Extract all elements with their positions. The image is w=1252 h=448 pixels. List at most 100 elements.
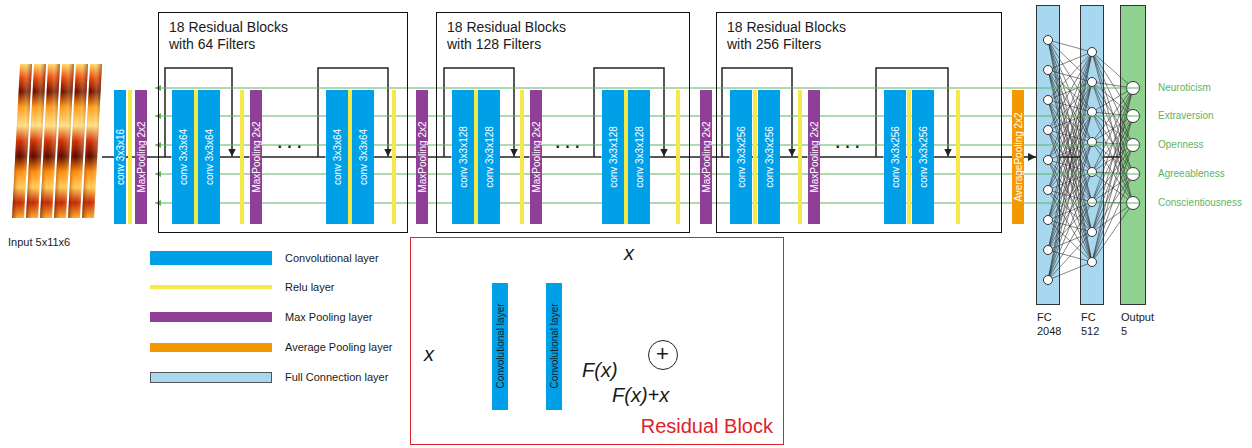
- neuron: [1088, 198, 1097, 207]
- layer-label: MaxPooling 2x2: [530, 121, 541, 192]
- flow-connector: [1024, 156, 1036, 158]
- layer-label: conv 3x3x256: [735, 126, 746, 188]
- flow-connector: [1060, 156, 1080, 158]
- flow-connector: [650, 156, 701, 158]
- full-connection-line: [1048, 40, 1092, 112]
- full-connection-line: [1048, 52, 1092, 70]
- relu-bar: [520, 90, 524, 224]
- full-connection-line: [1092, 203, 1133, 262]
- neuron: [1088, 258, 1097, 267]
- layer-bar: conv 3x3x128: [628, 90, 650, 224]
- relu-bar: [676, 90, 680, 224]
- full-connection-line: [1048, 52, 1092, 190]
- layer-fill: [1120, 5, 1146, 305]
- sum-symbol: +: [656, 342, 669, 366]
- neuron: [1044, 246, 1053, 255]
- neuron: [1044, 126, 1053, 135]
- flow-connector: [102, 156, 114, 158]
- legend-label: Full Connection layer: [285, 371, 388, 384]
- layer-label: conv 3x3x256: [889, 126, 900, 188]
- relu-bar: [956, 90, 960, 224]
- flow-connector: [712, 156, 730, 158]
- neuron: [1088, 108, 1097, 117]
- inset-title: Residual Block: [641, 414, 773, 438]
- layer-label: conv 3x3x64: [331, 128, 342, 184]
- full-connection-line: [1092, 174, 1133, 262]
- neuron: [1044, 186, 1053, 195]
- layer-bar: conv 3x3x256: [730, 90, 752, 224]
- residual-group-box: 18 Residual Blocks with 256 Filters conv …: [716, 12, 1002, 233]
- neuron: [1088, 48, 1097, 57]
- legend-swatch: [150, 251, 272, 265]
- relu-bar: [907, 90, 911, 224]
- legend-label: Average Pooling layer: [285, 341, 392, 354]
- trait-label: Neuroticism: [1158, 82, 1211, 94]
- layer-label: Convolutional layer: [494, 303, 505, 388]
- neuron: [1088, 168, 1097, 177]
- flow-connector: [147, 156, 172, 158]
- flow-connector: [220, 156, 250, 158]
- input-channel-shade: [82, 64, 102, 218]
- math-symbol: F(x): [582, 359, 618, 381]
- layer-label: MaxPooling 2x2: [250, 121, 261, 192]
- layer-label: conv 3x3x64: [177, 128, 188, 184]
- full-connection-line: [1048, 142, 1092, 280]
- full-connection-line: [1048, 232, 1092, 280]
- ellipsis: · · ·: [278, 140, 303, 154]
- legend-label: Max Pooling layer: [285, 311, 372, 324]
- relu-bar: [753, 90, 757, 224]
- layer-label: MaxPooling 2x2: [136, 121, 147, 192]
- relu-bar: [240, 90, 244, 224]
- group-title: 18 Residual Blocks with 64 Filters: [169, 19, 304, 53]
- group-title: 18 Residual Blocks with 128 Filters: [447, 19, 582, 53]
- layer-bar: conv 3x3x128: [452, 90, 474, 224]
- layer-bar: MaxPooling 2x2: [416, 90, 428, 224]
- neuron: [1044, 96, 1053, 105]
- layer-bar: conv 3x3x16: [114, 90, 126, 224]
- neuron: [1044, 156, 1053, 165]
- group-title: 18 Residual Blocks with 256 Filters: [727, 19, 862, 53]
- fc-layer: FC 512: [1080, 5, 1104, 305]
- layer-bar: MaxPooling 2x2: [808, 90, 820, 224]
- layer-bar: conv 3x3x64: [198, 90, 220, 224]
- layer-label: MaxPooling 2x2: [417, 121, 428, 192]
- layer-bar: MaxPooling 2x2: [530, 90, 542, 224]
- layer-caption: FC 2048: [1037, 310, 1067, 338]
- neuron: [1044, 66, 1053, 75]
- layer-bar: conv 3x3x256: [912, 90, 934, 224]
- layer-bar: MaxPooling 2x2: [700, 90, 712, 224]
- layer-label: MaxPooling 2x2: [808, 121, 819, 192]
- layer-bar: Convolutional layer: [492, 283, 508, 410]
- layer-bar: conv 3x3x64: [172, 90, 194, 224]
- full-connection-line: [1048, 82, 1092, 280]
- layer-label: conv 3x3x128: [483, 126, 494, 188]
- output-arrow: [155, 88, 1141, 89]
- full-connection-line: [1048, 202, 1092, 280]
- layer-caption: Output 5: [1121, 310, 1159, 338]
- math-symbol: x: [624, 242, 634, 264]
- math-symbol: x: [424, 343, 434, 365]
- layer-label: conv 3x3x64: [203, 128, 214, 184]
- full-connection-line: [1048, 52, 1092, 130]
- flow-connector: [542, 156, 602, 158]
- layer-bar: conv 3x3x128: [602, 90, 624, 224]
- flow-connector: [934, 156, 1013, 158]
- full-connection-line: [1092, 116, 1133, 262]
- flow-connector: [1104, 156, 1120, 158]
- full-connection-line: [1048, 52, 1092, 100]
- neuron: [1044, 216, 1053, 225]
- relu-bar: [798, 90, 802, 224]
- full-connection-line: [1092, 52, 1133, 203]
- full-connection-line: [1048, 52, 1092, 280]
- ellipsis: · · ·: [556, 140, 581, 154]
- layer-bar: conv 3x3x256: [884, 90, 906, 224]
- residual-group-box: 18 Residual Blocks with 64 Filters conv 3…: [158, 12, 408, 233]
- relu-bar: [392, 90, 396, 224]
- legend-label: Convolutional layer: [285, 252, 379, 265]
- neuron: [1088, 78, 1097, 87]
- full-connection-line: [1092, 52, 1133, 116]
- layer-caption: Input 5x11x6: [8, 236, 70, 249]
- layer-label: conv 3x3x128: [633, 126, 644, 188]
- full-connection-line: [1048, 52, 1092, 220]
- full-connection-line: [1048, 112, 1092, 280]
